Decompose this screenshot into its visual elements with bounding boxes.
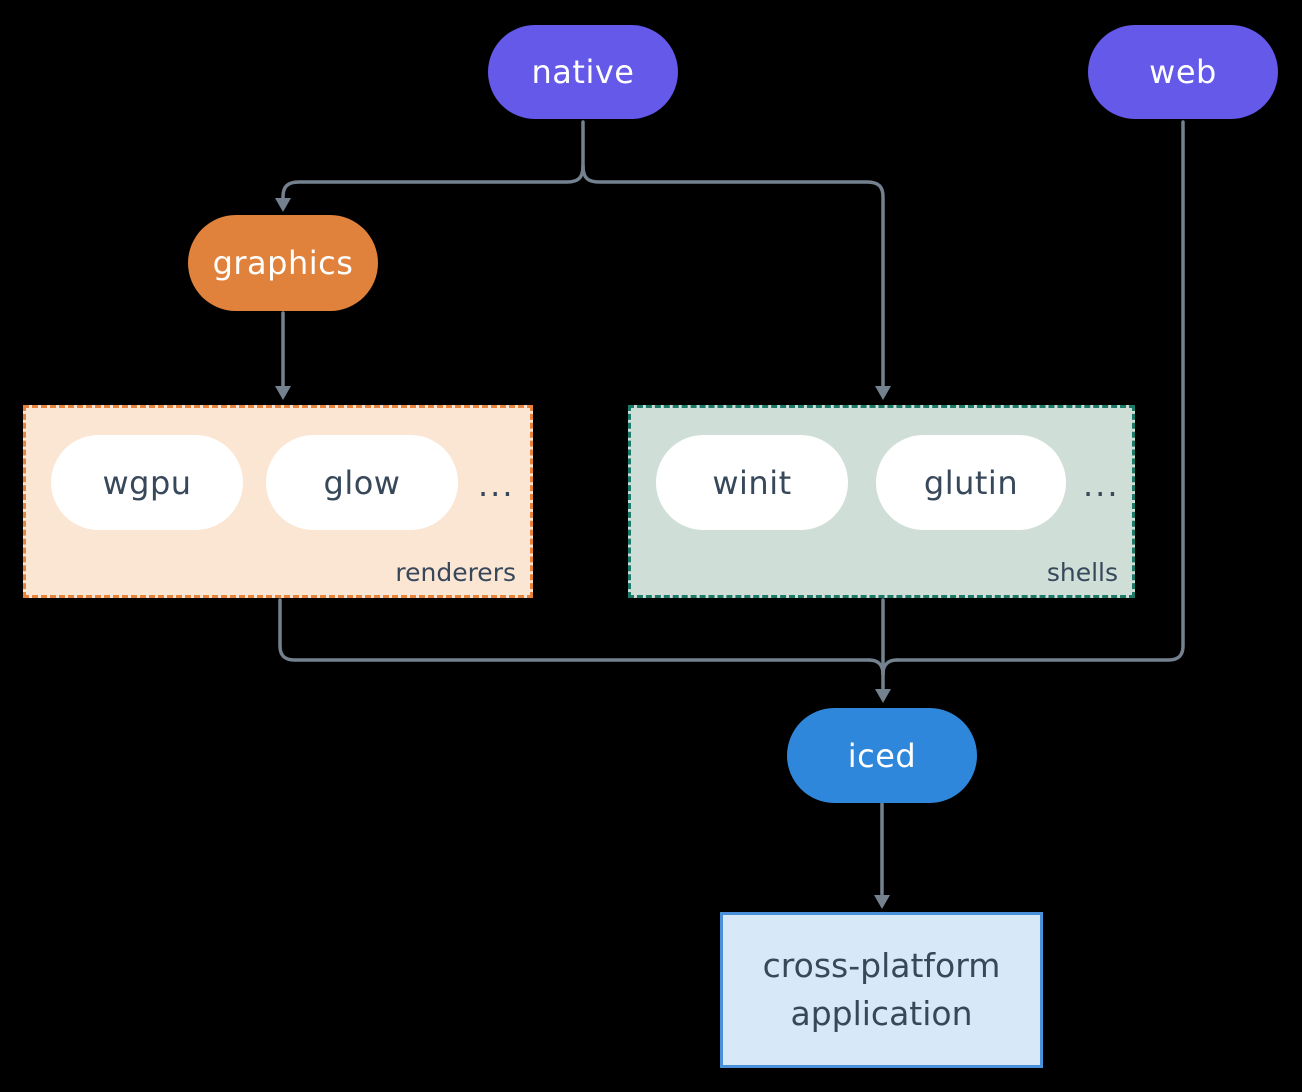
arrowhead-app bbox=[874, 895, 890, 909]
edge-native-to-graphics bbox=[281, 164, 585, 201]
node-glow-label: glow bbox=[323, 463, 401, 502]
node-native: native bbox=[488, 25, 678, 119]
arrowhead-shells bbox=[875, 386, 891, 400]
cross-platform-application-box: cross-platform application bbox=[720, 912, 1043, 1068]
node-wgpu: wgpu bbox=[51, 435, 243, 530]
node-winit-label: winit bbox=[712, 463, 792, 502]
shells-ellipsis: ... bbox=[1083, 466, 1120, 504]
edge-web-to-merge bbox=[895, 120, 1185, 662]
edge-native-to-shells bbox=[581, 164, 885, 387]
node-web: web bbox=[1088, 25, 1278, 119]
node-iced-label: iced bbox=[847, 736, 917, 775]
node-graphics-label: graphics bbox=[212, 244, 354, 282]
arrowhead-graphics bbox=[275, 198, 291, 212]
edge-merge-left-flare bbox=[867, 658, 885, 676]
node-graphics: graphics bbox=[188, 215, 378, 311]
app-label-line1: cross-platform bbox=[762, 946, 1001, 986]
node-glow: glow bbox=[266, 435, 458, 530]
group-renderers: wgpu glow ... renderers bbox=[23, 405, 533, 598]
arrowhead-renderers bbox=[275, 386, 291, 400]
arrowhead-iced bbox=[875, 689, 891, 703]
shells-group-label: shells bbox=[1046, 558, 1118, 587]
node-glutin: glutin bbox=[876, 435, 1066, 530]
node-glutin-label: glutin bbox=[923, 463, 1019, 502]
node-winit: winit bbox=[656, 435, 848, 530]
renderers-group-label: renderers bbox=[395, 558, 516, 587]
renderers-ellipsis: ... bbox=[478, 466, 515, 504]
node-iced: iced bbox=[787, 708, 977, 803]
node-web-label: web bbox=[1149, 53, 1217, 91]
edge-renderers-to-merge bbox=[278, 598, 871, 662]
edge-merge-right-flare bbox=[881, 658, 899, 676]
group-shells: winit glutin ... shells bbox=[628, 405, 1135, 598]
app-label-line2: application bbox=[790, 994, 973, 1033]
node-native-label: native bbox=[531, 53, 635, 91]
node-wgpu-label: wgpu bbox=[102, 463, 192, 502]
